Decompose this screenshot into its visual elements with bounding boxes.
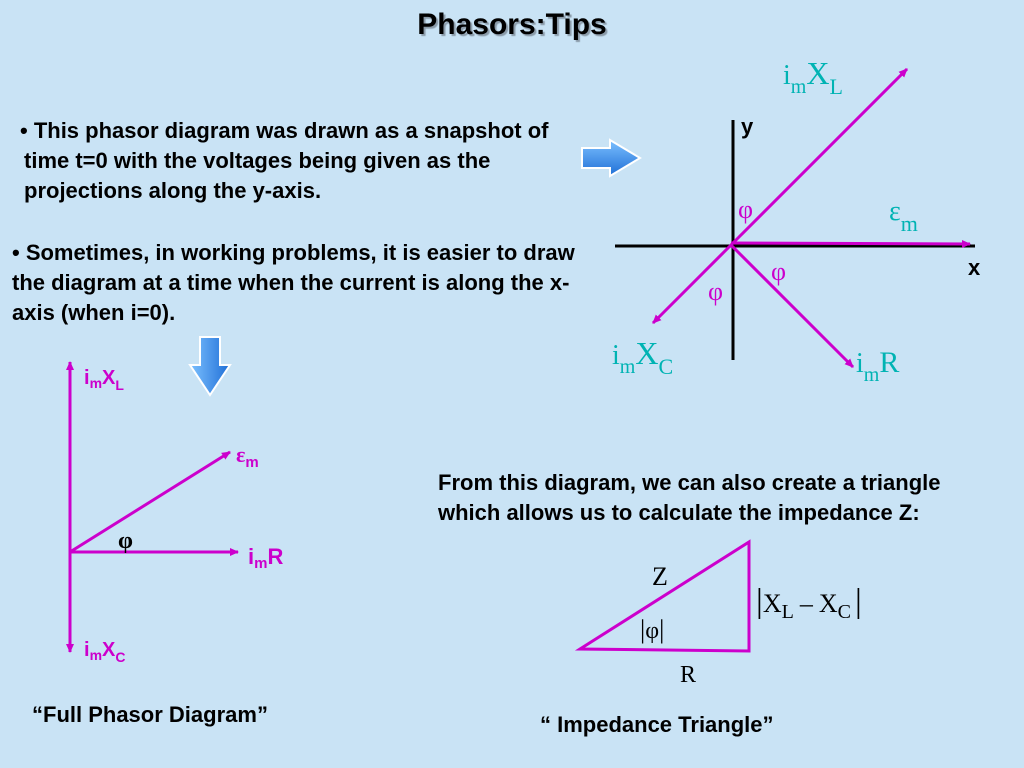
- bullet-snapshot-note: • This phasor diagram was drawn as a sna…: [20, 118, 549, 203]
- slide-title: Phasors:Tips: [417, 8, 607, 41]
- x-axis-label: x: [968, 255, 981, 280]
- impedance-triangle-caption: “ Impedance Triangle”: [540, 712, 774, 737]
- label-im-r: imR: [856, 346, 899, 386]
- right-block-arrow-icon: [581, 138, 642, 178]
- bullet-current-axis-note: • Sometimes, in working problems, it is …: [12, 240, 575, 325]
- phasor-im-xc: [651, 243, 733, 325]
- triangle-r-label: R: [680, 662, 696, 688]
- impedance-triangle: Z R |φ| |XL–XC|: [574, 539, 862, 688]
- phi-label-upper: φ: [738, 195, 753, 224]
- phasor-emf-diagonal: [69, 450, 231, 554]
- label-im-xc: imXC: [612, 335, 673, 379]
- full-phasor-caption: “Full Phasor Diagram”: [32, 702, 268, 727]
- triangle-reactance-label: |XL–XC|: [756, 583, 862, 623]
- full-phasor-diagram: φ imXL εm imR imXC: [66, 361, 283, 665]
- phasor-im-xl: [729, 67, 909, 247]
- phi-label-full: φ: [118, 528, 133, 554]
- phasor-emf: [730, 239, 971, 248]
- down-block-arrow-icon: [188, 336, 232, 397]
- impedance-triangle-description: From this diagram, we can also create a …: [438, 470, 941, 525]
- phi-label-left: φ: [708, 277, 723, 306]
- label-im-xl: imXL: [783, 55, 843, 99]
- rotated-phasor-diagram: y x φ φ φ imXL εm imXC imR: [612, 55, 981, 386]
- label-im-xl-full: imXL: [84, 367, 124, 393]
- triangle-z-label: Z: [652, 562, 668, 591]
- triangle-phi-label: |φ|: [640, 615, 664, 644]
- label-emf: εm: [889, 196, 918, 236]
- y-axis-label: y: [741, 114, 754, 139]
- label-emf-full: εm: [236, 442, 259, 471]
- phi-label-right: φ: [771, 257, 786, 286]
- triangle-shape: [574, 539, 751, 653]
- phasor-im-r: [729, 243, 855, 369]
- label-im-r-full: imR: [248, 544, 283, 572]
- label-im-xc-full: imXC: [84, 639, 125, 665]
